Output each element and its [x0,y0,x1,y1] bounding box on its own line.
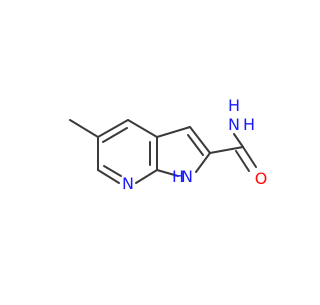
atom-o-amide: O [255,169,268,188]
bond-c3-c2 [189,126,211,154]
bond-c3-c2-inner [187,134,204,156]
atom-h-amide-left: H [228,96,240,115]
bond-camide-o-b [235,150,250,172]
atom-n-pyrrole: N [181,167,193,186]
bond-c3a-c3 [156,126,191,138]
bond-c5-c4 [97,119,129,138]
bond-c4-c3a [127,119,158,138]
atom-h-amide-right: H [243,115,255,134]
bond-n1-c7a [156,169,179,177]
structure-canvas: N N H N H H O [69,96,268,193]
bond-methyl [69,119,99,138]
bond-n7-c6 [97,169,120,184]
bond-camide-o-a [242,146,257,168]
atom-h-pyrrole: H [172,167,184,186]
bond-c2-camide [209,146,244,154]
bond-c7a-n7 [135,169,158,184]
bond-n7-c6-inner [103,165,122,177]
bond-c2-n1 [195,152,211,173]
bond-c5-c4-inner [102,127,128,143]
atom-n-amide: N [228,115,240,134]
molecule-diagram: N N H N H H O [69,96,268,193]
atom-n-pyridine: N [122,174,134,193]
bond-camide-n [233,133,244,148]
